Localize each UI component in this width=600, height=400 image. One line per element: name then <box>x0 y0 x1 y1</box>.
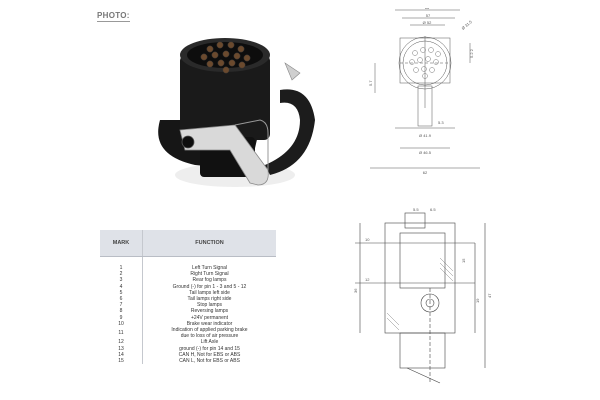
table-row: 4 Ground (-) for pin 1 - 3 and 5 - 12 <box>100 283 277 290</box>
pin-function-line: ground (-) for pin 14 and 15 <box>179 345 240 352</box>
pin-function-line: Lift Axle <box>200 339 219 346</box>
side-section-drawing: 5.5 6.5 10 12 15 19 36 47 <box>345 203 500 393</box>
table-row: 3 Rear fog lamps <box>100 277 277 284</box>
pin-mark: 7 <box>100 302 143 309</box>
dim-d2: 6.5 <box>430 207 436 212</box>
dim-d5: 15 <box>461 258 466 263</box>
pin-mark: 9 <box>100 314 143 321</box>
pin-mark: 6 <box>100 296 143 303</box>
pin-mark: 14 <box>100 351 143 359</box>
pin-function-line: +24V permanent <box>190 314 229 321</box>
dim-inner-2: Ø 46.5 <box>419 150 432 155</box>
pin-function: CAN H, Not for EBS or ABS <box>143 352 277 358</box>
pin-function-line: Reversing lamps <box>190 308 229 315</box>
pin-function: CAN L, Not for EBS or ABS <box>143 358 277 364</box>
pin-function-line: CAN H, Not for EBS or ABS <box>178 351 241 358</box>
pin-function-line: Brake wear indicator <box>186 320 233 327</box>
pin-function: Lift Axle <box>143 339 277 345</box>
table-row: 8 Reversing lamps <box>100 308 277 315</box>
table-row: 9 +24V permanent <box>100 314 277 321</box>
pin-mark: 5 <box>100 289 143 297</box>
dim-right-side: 5.2 2 <box>469 48 474 58</box>
photo-label: PHOTO: <box>97 11 130 22</box>
pin-function-line: CAN L, Not for EBS or ABS <box>179 358 240 365</box>
dim-top-overall: 66 <box>425 8 430 10</box>
pin-function: ground (-) for pin 14 and 15 <box>143 346 277 352</box>
product-photo <box>140 25 330 200</box>
pin-function: Stop lamps <box>143 302 277 308</box>
dim-bottom-width: 62 <box>423 170 428 175</box>
pin-function: Rear fog lamps <box>143 277 277 283</box>
table-row: 6 Tail lamps right side <box>100 296 277 303</box>
table-row: 14 CAN H, Not for EBS or ABS <box>100 351 277 359</box>
dim-d6: 19 <box>475 298 480 303</box>
front-view-drawing: 66 57 Ø 52 Ø 31.5 5.2 2 5.7 Ø 41.9 Ø 46.… <box>360 5 485 183</box>
pin-mark: 12 <box>100 339 143 346</box>
dim-left-side: 5.7 <box>368 80 373 86</box>
pin-mark: 1 <box>100 256 143 272</box>
pin-function: Right Turn Signal <box>143 271 277 277</box>
pin-function-line: Indication of applied parking brake <box>171 327 248 334</box>
dim-d8: 47 <box>487 293 492 298</box>
pin-mark: 4 <box>100 283 143 290</box>
pin-function: Left Turn Signal <box>143 257 277 272</box>
dim-top-right: Ø 31.5 <box>460 19 473 31</box>
pin-mark: 3 <box>100 277 143 284</box>
pin-function-line: Right Turn Signal <box>190 271 229 278</box>
dim-inner-1: Ø 41.9 <box>419 133 432 138</box>
dim-inner-small: 5.3 <box>438 120 444 125</box>
function-header: FUNCTION <box>142 230 276 257</box>
dim-d3: 10 <box>365 237 370 242</box>
pin-function-line: Tail lamps left side <box>189 289 230 296</box>
table-row: 7 Stop lamps <box>100 302 277 309</box>
dim-d4: 12 <box>365 277 370 282</box>
mark-header: MARK <box>100 230 143 257</box>
pin-mark: 15 <box>100 358 143 365</box>
table-row: 15 CAN L, Not for EBS or ABS <box>100 358 277 365</box>
pin-function-line: due to loss of air pressure <box>180 333 239 340</box>
pin-mark: 8 <box>100 308 143 315</box>
pin-function: +24V permanent <box>143 315 277 321</box>
table-row: 2 Right Turn Signal <box>100 271 277 278</box>
pin-function: Reversing lamps <box>143 308 277 314</box>
table-row: 5 Tail lamps left side <box>100 289 277 297</box>
pin-mark: 11 <box>100 327 143 340</box>
table-row: 10 Brake wear indicator <box>100 320 277 328</box>
pin-mark: 13 <box>100 345 143 352</box>
dim-d7: 36 <box>353 288 358 293</box>
dim-top-inner: Ø 52 <box>423 20 432 25</box>
pin-mark: 10 <box>100 320 143 328</box>
dim-top-width: 57 <box>426 13 431 18</box>
pin-function-line: Ground (-) for pin 1 - 3 and 5 - 12 <box>172 283 247 290</box>
pin-function-line: Tail lamps right side <box>187 296 232 303</box>
pin-function: Tail lamps right side <box>143 296 277 302</box>
pin-function-line: Left Turn Signal <box>191 265 228 271</box>
pin-function: Ground (-) for pin 1 - 3 and 5 - 12 <box>143 284 277 290</box>
pin-mark: 2 <box>100 271 143 278</box>
pin-function: Tail lamps left side <box>143 290 277 296</box>
table-row: 12 Lift Axle <box>100 339 277 346</box>
table-row: 13 ground (-) for pin 14 and 15 <box>100 345 277 352</box>
pin-function-line: Stop lamps <box>196 302 222 309</box>
dim-d1: 5.5 <box>413 207 419 212</box>
pin-function: Brake wear indicator <box>143 321 277 327</box>
pin-function-line: Rear fog lamps <box>192 277 227 284</box>
